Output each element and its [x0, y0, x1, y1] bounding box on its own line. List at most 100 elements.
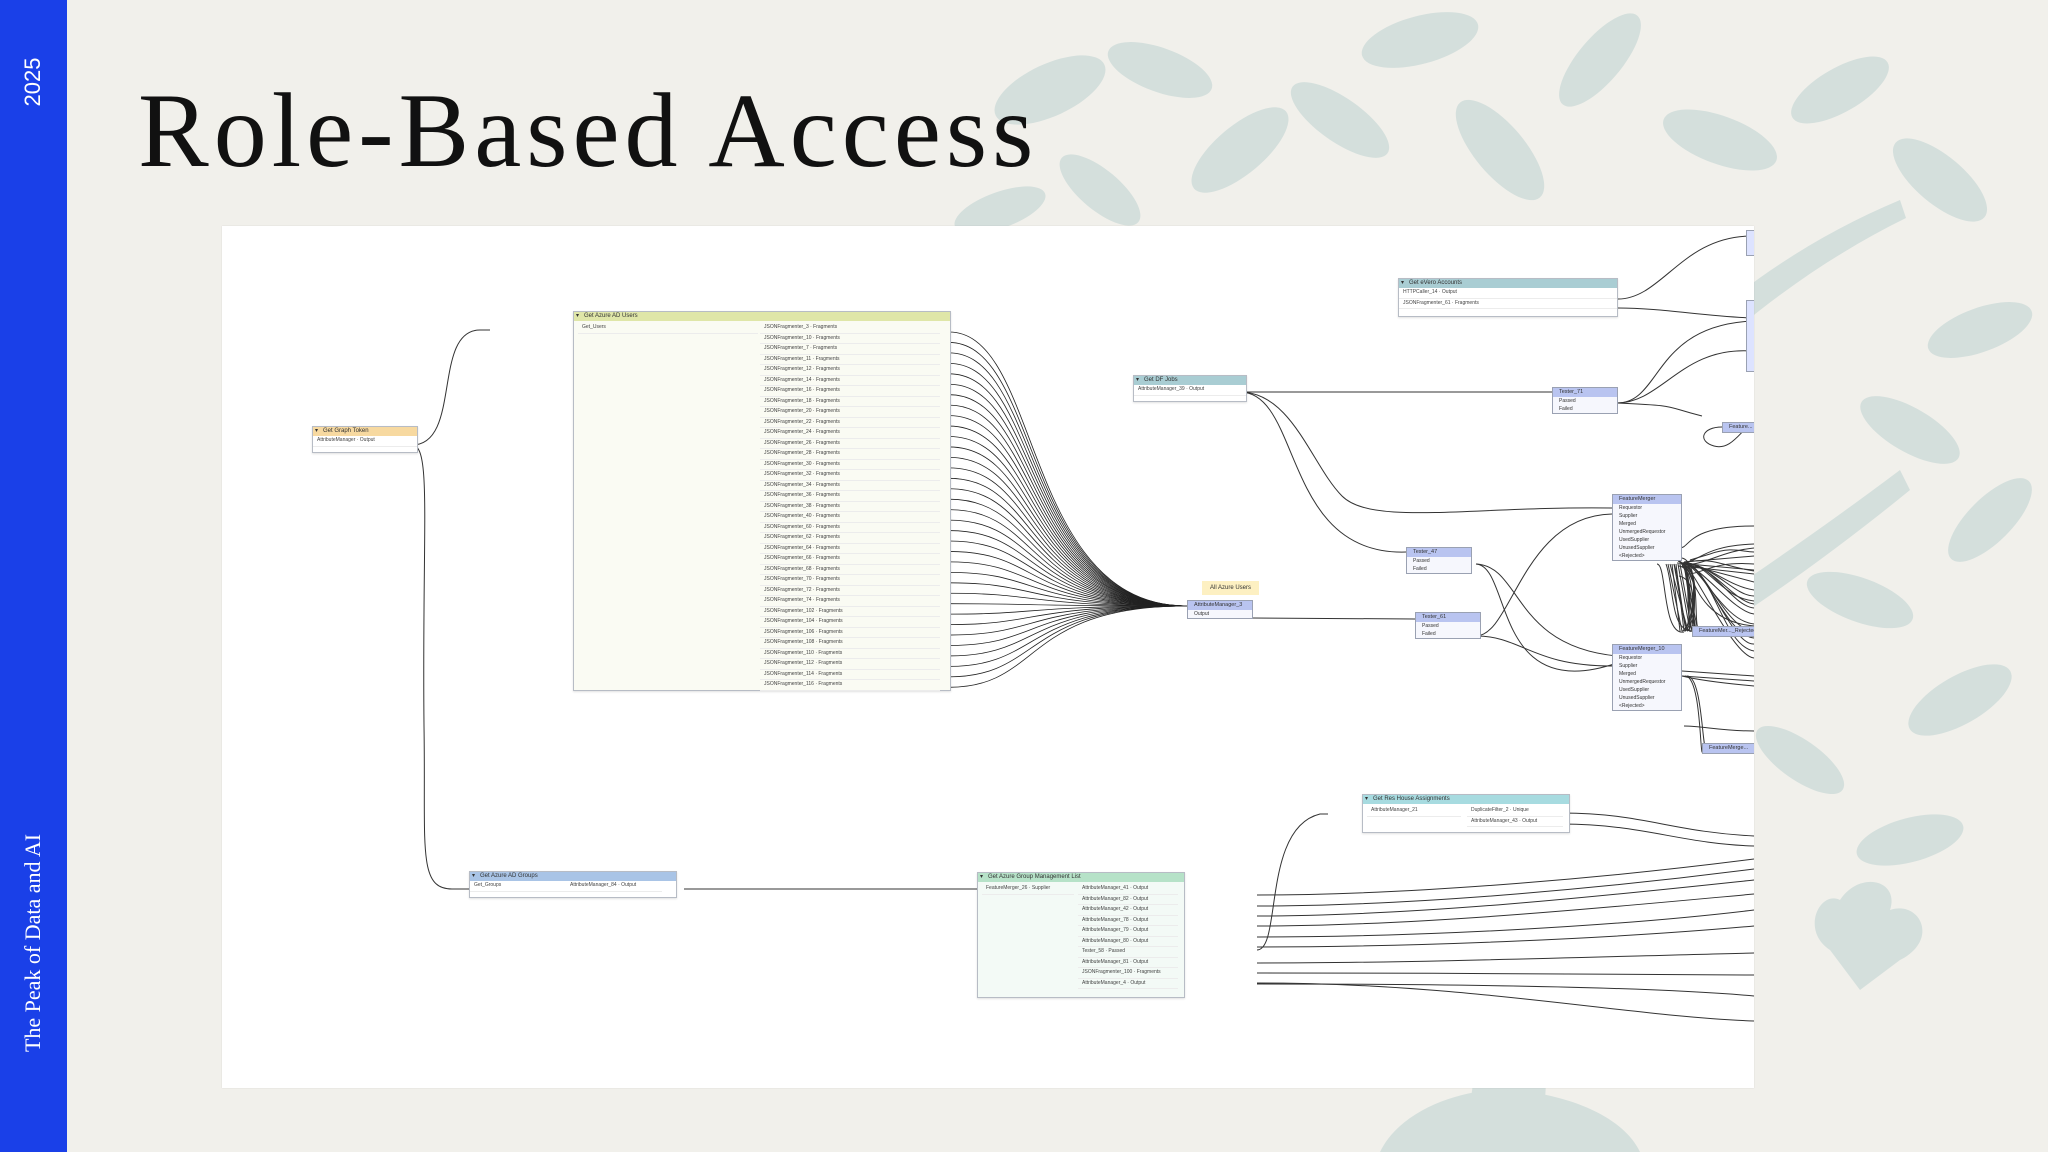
- port-output[interactable]: JSONFragmenter_64 · Fragments: [760, 544, 940, 554]
- port[interactable]: Merged: [1613, 520, 1681, 528]
- port-failed[interactable]: Failed: [1416, 630, 1480, 638]
- port-output[interactable]: AttributeManager_84 · Output: [566, 881, 662, 892]
- port-output[interactable]: JSONFragmenter_30 · Fragments: [760, 460, 940, 470]
- port-output[interactable]: JSONFragmenter_102 · Fragments: [760, 607, 940, 617]
- port-output[interactable]: JSONFragmenter_11 · Fragments: [760, 355, 940, 365]
- port-output[interactable]: JSONFragmenter_66 · Fragments: [760, 554, 940, 565]
- transformer-tester-47[interactable]: Tester_47 Passed Failed: [1406, 547, 1472, 574]
- bookmark-title: Get Azure AD Users: [574, 312, 950, 321]
- port[interactable]: UnusedSupplier: [1613, 544, 1681, 552]
- bookmark-azure-ad-groups[interactable]: Get Azure AD Groups Get_Groups Attribute…: [469, 871, 677, 898]
- port-output[interactable]: JSONFragmenter_116 · Fragments: [760, 680, 940, 691]
- port-output[interactable]: JSONFragmenter_34 · Fragments: [760, 481, 940, 491]
- port-output[interactable]: JSONFragmenter_60 · Fragments: [760, 523, 940, 533]
- port-output[interactable]: JSONFragmenter_24 · Fragments: [760, 428, 940, 439]
- port-output[interactable]: AttributeManager_42 · Output: [1078, 905, 1178, 916]
- port-output[interactable]: JSONFragmenter_62 · Fragments: [760, 533, 940, 544]
- port[interactable]: Supplier: [1613, 662, 1681, 670]
- port-output[interactable]: JSONFragmenter_110 · Fragments: [760, 649, 940, 659]
- port-output[interactable]: Output: [1188, 610, 1252, 618]
- port-output[interactable]: AttributeManager_78 · Output: [1078, 916, 1178, 926]
- port-output[interactable]: AttributeManager_81 · Output: [1078, 958, 1178, 968]
- bookmark-title: Get Res House Assignments: [1363, 795, 1569, 804]
- bookmark-accounts[interactable]: Get eVero Accounts HTTPCaller_14 · Outpu…: [1398, 278, 1618, 317]
- port-output[interactable]: JSONFragmenter_40 · Fragments: [760, 512, 940, 523]
- port-output[interactable]: JSONFragmenter_108 · Fragments: [760, 638, 940, 649]
- port-output[interactable]: JSONFragmenter_16 · Fragments: [760, 386, 940, 397]
- port-output[interactable]: JSONFragmenter_112 · Fragments: [760, 659, 940, 670]
- port-output[interactable]: JSONFragmenter_100 · Fragments: [1078, 968, 1178, 979]
- transformer-featuremerger-rejected-2[interactable]: FeatureMerge...: [1702, 743, 1754, 754]
- port-output[interactable]: JSONFragmenter_10 · Fragments: [760, 334, 940, 344]
- port-output[interactable]: JSONFragmenter_106 · Fragments: [760, 628, 940, 638]
- bookmark-res-house[interactable]: Get Res House Assignments AttributeManag…: [1362, 794, 1570, 833]
- port[interactable]: Supplier: [1613, 512, 1681, 520]
- port-failed[interactable]: Failed: [1553, 405, 1617, 413]
- port-output[interactable]: Tester_58 · Passed: [1078, 947, 1178, 958]
- port-output[interactable]: JSONFragmenter_22 · Fragments: [760, 418, 940, 428]
- port-output[interactable]: AttributeManager_41 · Output: [1078, 884, 1178, 895]
- port[interactable]: Merged: [1613, 670, 1681, 678]
- workspace-canvas[interactable]: Get Graph Token AttributeManager · Outpu…: [222, 226, 1754, 1088]
- port[interactable]: UnusedSupplier: [1613, 694, 1681, 702]
- port-output[interactable]: JSONFragmenter_18 · Fragments: [760, 397, 940, 407]
- transformer-tester-71[interactable]: Tester_71 Passed Failed: [1552, 387, 1618, 414]
- port-output[interactable]: JSONFragmenter_104 · Fragments: [760, 617, 940, 628]
- port[interactable]: UsedSupplier: [1613, 686, 1681, 694]
- port-output[interactable]: JSONFragmenter_28 · Fragments: [760, 449, 940, 460]
- port-passed[interactable]: Passed: [1553, 397, 1617, 405]
- bookmark-azure-ad-users[interactable]: Get Azure AD Users Get_Users JSONFragmen…: [573, 311, 951, 691]
- port-output[interactable]: JSONFragmenter_61 · Fragments: [1399, 299, 1617, 309]
- port-output[interactable]: JSONFragmenter_74 · Fragments: [760, 596, 940, 607]
- port[interactable]: Requestor: [1613, 504, 1681, 512]
- port[interactable]: Requestor: [1613, 654, 1681, 662]
- port-output[interactable]: JSONFragmenter_32 · Fragments: [760, 470, 940, 481]
- transformer-offscreen-1[interactable]: [1746, 230, 1754, 256]
- port-output[interactable]: JSONFragmenter_72 · Fragments: [760, 586, 940, 596]
- port-input[interactable]: Get_Users: [578, 323, 758, 334]
- transformer-featuremerger-rejected-1[interactable]: FeatureMer..._Rejected: [1692, 626, 1754, 637]
- transformer-offscreen-2[interactable]: [1746, 300, 1754, 372]
- fan-connection: [948, 425, 1188, 607]
- port-output[interactable]: JSONFragmenter_14 · Fragments: [760, 376, 940, 386]
- bookmark-group-management[interactable]: Get Azure Group Management List FeatureM…: [977, 872, 1185, 998]
- fan-connection: [948, 605, 1188, 688]
- bookmark-df-jobs[interactable]: Get DF Jobs AttributeManager_39 · Output: [1133, 375, 1247, 402]
- port-output[interactable]: JSONFragmenter_3 · Fragments: [760, 323, 940, 334]
- port-output[interactable]: AttributeManager_79 · Output: [1078, 926, 1178, 937]
- bookmark-graph-token[interactable]: Get Graph Token AttributeManager · Outpu…: [312, 426, 418, 453]
- port[interactable]: <Rejected>: [1613, 552, 1681, 560]
- port-output[interactable]: JSONFragmenter_26 · Fragments: [760, 439, 940, 449]
- port-passed[interactable]: Passed: [1407, 557, 1471, 565]
- port-output[interactable]: JSONFragmenter_12 · Fragments: [760, 365, 940, 376]
- port-output[interactable]: AttributeManager_39 · Output: [1134, 385, 1246, 396]
- port-output[interactable]: HTTPCaller_14 · Output: [1399, 288, 1617, 299]
- port-output[interactable]: AttributeManager_4 · Output: [1078, 979, 1178, 989]
- port-input[interactable]: FeatureMerger_26 · Supplier: [982, 884, 1074, 895]
- port-passed[interactable]: Passed: [1416, 622, 1480, 630]
- port[interactable]: UsedSupplier: [1613, 536, 1681, 544]
- transformer-attributemanager-3[interactable]: AttributeManager_3 Output: [1187, 600, 1253, 619]
- port-output[interactable]: JSONFragmenter_36 · Fragments: [760, 491, 940, 502]
- port-failed[interactable]: Failed: [1407, 565, 1471, 573]
- port-output[interactable]: JSONFragmenter_20 · Fragments: [760, 407, 940, 418]
- transformer-tester-61[interactable]: Tester_61 Passed Failed: [1415, 612, 1481, 639]
- port[interactable]: UnmergedRequestor: [1613, 528, 1681, 536]
- port-output[interactable]: AttributeManager_82 · Output: [1078, 895, 1178, 905]
- port[interactable]: <Rejected>: [1613, 702, 1681, 710]
- port-output[interactable]: AttributeManager_43 · Output: [1467, 817, 1563, 827]
- port-input[interactable]: Get_Groups: [470, 881, 566, 892]
- port-output[interactable]: JSONFragmenter_68 · Fragments: [760, 565, 940, 575]
- port[interactable]: UnmergedRequestor: [1613, 678, 1681, 686]
- port-output[interactable]: JSONFragmenter_38 · Fragments: [760, 502, 940, 512]
- port-output[interactable]: DuplicateFilter_2 · Unique: [1467, 806, 1563, 817]
- port-output[interactable]: JSONFragmenter_70 · Fragments: [760, 575, 940, 586]
- port-output[interactable]: AttributeManager_80 · Output: [1078, 937, 1178, 947]
- port-output[interactable]: JSONFragmenter_114 · Fragments: [760, 670, 940, 680]
- port-input[interactable]: AttributeManager_21: [1367, 806, 1461, 817]
- transformer-feature-top-right[interactable]: Feature...: [1722, 422, 1754, 433]
- port-output[interactable]: AttributeManager · Output: [313, 436, 417, 447]
- port-output[interactable]: JSONFragmenter_7 · Fragments: [760, 344, 940, 355]
